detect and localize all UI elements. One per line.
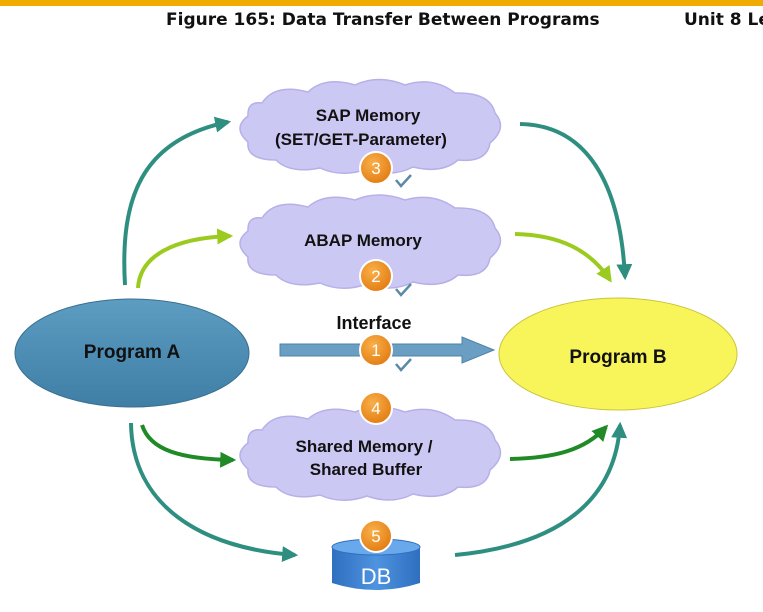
- badge-1-number: 1: [371, 341, 380, 360]
- badge-2-number: 2: [371, 267, 380, 286]
- db-label: DB: [361, 564, 392, 589]
- arrow-program-a-to-db: [129, 422, 299, 563]
- abap-memory-label: ABAP Memory: [304, 231, 422, 250]
- arrow-sap-memory-to-program-b: [519, 122, 633, 281]
- program-a-label: Program A: [84, 342, 181, 363]
- interface-label: Interface: [336, 313, 411, 333]
- arrow-shared-memory-to-program-b: [509, 424, 609, 461]
- program-b-node: [498, 297, 738, 411]
- abap-memory-cloud: [239, 194, 502, 289]
- arrow-db-to-program-b: [454, 421, 628, 557]
- badge-4-number: 4: [371, 399, 380, 418]
- arrow-abap-memory-to-program-b: [514, 232, 612, 283]
- figure-title: Figure 165: Data Transfer Between Progra…: [166, 10, 600, 30]
- badge-1: 1: [359, 333, 393, 367]
- header-accent-bar: [0, 0, 763, 6]
- program-b-label: Program B: [569, 347, 666, 368]
- shared-memory-label-line1: Shared Memory /: [296, 437, 433, 456]
- badge-5-number: 5: [371, 527, 380, 546]
- program-a-node: [14, 298, 250, 408]
- badge-2: 2: [359, 259, 393, 293]
- arrow-program-a-to-shared-memory: [140, 424, 237, 468]
- shared-memory-label-line2: Shared Buffer: [310, 460, 423, 479]
- unit-label: Unit 8 Le: [684, 10, 763, 30]
- badge-4: 4: [359, 391, 393, 425]
- checkmark-icon: [395, 174, 412, 188]
- arrow-program-a-to-abap-memory: [136, 228, 234, 289]
- badge-3-number: 3: [371, 159, 380, 178]
- sap-memory-label-line1: SAP Memory: [316, 106, 421, 125]
- checkmark-icon: [395, 358, 412, 372]
- sap-memory-cloud: [239, 78, 502, 174]
- arrow-program-a-to-sap-memory: [122, 116, 232, 286]
- badge-3: 3: [359, 151, 393, 185]
- sap-memory-label-line2: (SET/GET-Parameter): [275, 130, 447, 149]
- checkmark-icon: [395, 283, 412, 297]
- badge-5: 5: [359, 519, 393, 553]
